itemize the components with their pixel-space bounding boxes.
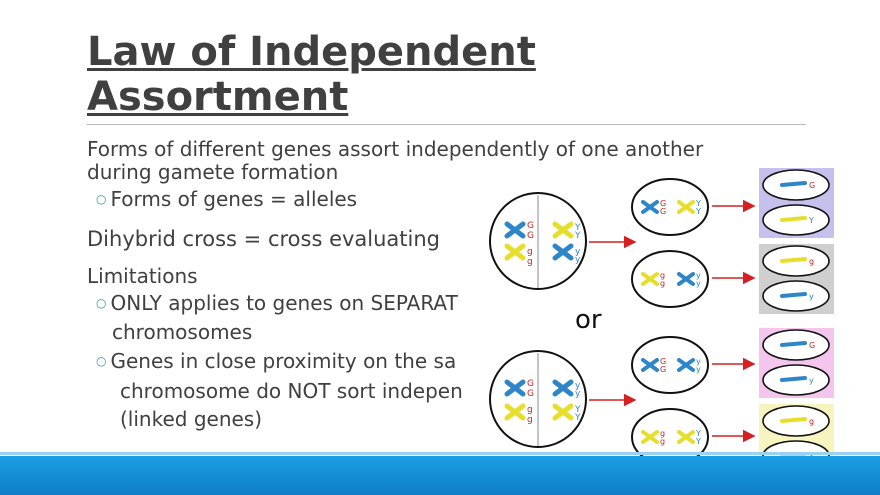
gene-label: y: [575, 247, 581, 257]
limitation-1-line-2: chromosomes: [112, 320, 253, 344]
limitation-1-line-1: ○ONLY applies to genes on SEPARAT: [96, 291, 458, 318]
gene-label: y: [696, 357, 701, 366]
gene-label: g: [527, 247, 533, 257]
slide-title: Law of Independent Assortment: [87, 30, 787, 120]
meiosis-diagram-svg: G G g g Y Y y y G G Y Y g g y y G: [489, 168, 834, 474]
gene-label: g: [527, 405, 533, 415]
gene-label: y: [809, 292, 814, 301]
title-line-2: Assortment: [87, 74, 349, 120]
bullet-icon: ○: [96, 192, 107, 206]
title-divider: [87, 124, 806, 125]
paragraph-1-line-2: during gamete formation: [87, 160, 339, 184]
footer-bar: [0, 456, 880, 495]
gene-label: y: [696, 271, 701, 280]
gene-label: G: [527, 379, 534, 389]
limitation-1-text: ONLY applies to genes on SEPARAT: [110, 291, 458, 315]
paragraph-3: Limitations: [87, 264, 198, 288]
gene-label: g: [660, 271, 665, 280]
paragraph-2: Dihybrid cross = cross evaluating: [87, 227, 441, 251]
gamete-chromosome: [780, 216, 807, 222]
or-label: or: [575, 305, 602, 335]
gene-label: Y: [695, 437, 701, 446]
gene-label: Y: [808, 216, 814, 225]
limitation-2-line-3: (linked genes): [120, 407, 263, 431]
sub-bullet-text: Forms of genes = alleles: [110, 187, 358, 211]
limitation-2-line-1: ○Genes in close proximity on the sa: [96, 349, 456, 376]
gene-label: y: [575, 381, 581, 391]
gene-label: g: [660, 429, 665, 438]
gene-label: Y: [574, 231, 581, 241]
gene-label: G: [660, 357, 666, 366]
daughter-cell-3: [631, 336, 709, 394]
independent-assortment-diagram: G G g g Y Y y y G G Y Y g g y y G: [487, 166, 840, 474]
bullet-icon: ○: [96, 354, 107, 368]
daughter-cell-2-chromosomes: [641, 272, 695, 286]
gene-label: y: [575, 255, 581, 265]
gamete-chromosome: [780, 257, 807, 263]
gene-label: G: [809, 181, 815, 190]
gene-label: G: [660, 207, 666, 216]
gene-label: Y: [695, 199, 701, 208]
gene-label: G: [660, 365, 666, 374]
gene-label: G: [527, 221, 534, 231]
gene-label: Y: [574, 413, 581, 423]
chromosome-pair-top-left: [504, 221, 526, 261]
paragraph-1-sub-bullet: ○Forms of genes = alleles: [96, 187, 357, 214]
gene-label: y: [575, 389, 581, 399]
limitation-2-text: Genes in close proximity on the sa: [110, 349, 457, 373]
gene-label: G: [809, 341, 815, 350]
chromosome-pair-top-right: [552, 221, 574, 261]
gene-label: g: [527, 415, 533, 425]
title-line-1: Law of Independent: [87, 29, 536, 75]
limitation-2-line-2: chromosome do NOT sort indepen: [120, 379, 463, 403]
gene-label: y: [809, 376, 814, 385]
gene-label: G: [527, 231, 534, 241]
gene-label: g: [660, 437, 665, 446]
gene-label: Y: [695, 429, 701, 438]
chromosome-pair-bottom-right: [552, 379, 574, 421]
gene-label: y: [696, 279, 701, 288]
bullet-icon: ○: [96, 296, 107, 310]
gene-label: G: [660, 199, 666, 208]
gene-label: y: [696, 365, 701, 374]
chromosome-pair-bottom-left: [504, 379, 526, 421]
gene-label: g: [527, 257, 533, 267]
daughter-cell-1-chromosomes: [641, 200, 695, 214]
gamete-chromosome: [780, 376, 807, 382]
gene-label: g: [809, 257, 814, 266]
gene-label: g: [660, 279, 665, 288]
gamete-chromosome: [780, 181, 807, 187]
daughter-cell-1: [631, 178, 709, 236]
daughter-cell-3-chromosomes: [641, 358, 695, 372]
gene-label: Y: [695, 207, 701, 216]
gamete-chromosome: [780, 417, 807, 423]
daughter-cell-2: [631, 250, 709, 308]
daughter-cell-4-chromosomes: [641, 430, 695, 444]
gamete-chromosome: [780, 341, 807, 347]
paragraph-1-line-1: Forms of different genes assort independ…: [87, 137, 704, 161]
gene-label: G: [527, 389, 534, 399]
gene-label: g: [809, 417, 814, 426]
gamete-chromosome: [780, 292, 807, 298]
footer-accent-line: [0, 452, 880, 455]
gene-label: Y: [574, 223, 581, 233]
gene-label: Y: [574, 405, 581, 415]
